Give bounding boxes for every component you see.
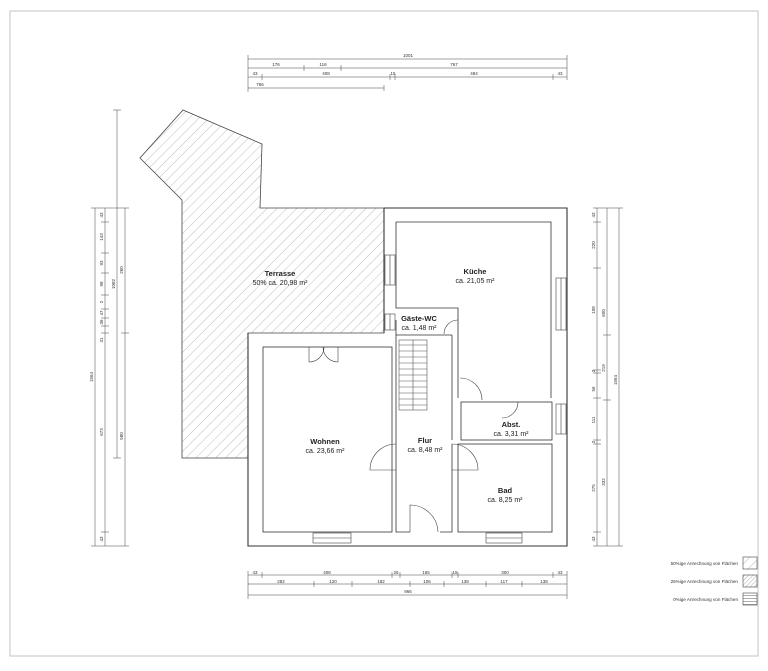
dim-top-r3-2: 15 <box>390 71 396 76</box>
dimension-labels-top: 1001 176 116 767 43 408 15 484 43 766 <box>252 53 563 87</box>
dim-bottom-r1-0: 43 <box>252 570 258 575</box>
dim-right-r2-2: 332 <box>601 478 606 486</box>
dimension-labels-bottom: 43 408 26 165 15 300 43 282 120 182 106 … <box>252 570 563 594</box>
dim-bottom-r1-1: 408 <box>323 570 331 575</box>
dim-bottom-total: 966 <box>404 589 412 594</box>
dim-left-r4-1: 580 <box>119 432 124 440</box>
dim-left-r4-0: 260 <box>119 266 124 274</box>
dim-bottom-r2-1: 120 <box>329 579 337 584</box>
dimension-labels-right: 43 220 108 2 56 111 2 275 43 600 219 332… <box>591 212 618 542</box>
dim-right-r1-1: 220 <box>591 241 596 249</box>
dim-bottom-r1-4: 15 <box>452 570 458 575</box>
legend: 50%ige Anrechnung von Flächen 25%ige Anr… <box>671 556 758 606</box>
legend-swatch-0 <box>742 592 758 606</box>
dim-left-r2: 1082 <box>111 278 116 289</box>
room-name-flur: Flur <box>418 436 432 445</box>
room-area-terrasse: 50% ca. 20,98 m² <box>253 280 309 287</box>
dim-bottom-r2-2: 182 <box>377 579 385 584</box>
room-name-abst: Abst. <box>502 420 521 429</box>
dimensions-bottom <box>247 571 568 599</box>
dimensions-left <box>91 109 129 547</box>
page-frame <box>9 10 759 657</box>
dim-top-r3-3: 484 <box>470 71 478 76</box>
dim-right-r2-0: 600 <box>601 309 606 317</box>
dim-top-r3-1: 408 <box>322 71 330 76</box>
dim-top-r4: 766 <box>256 82 264 87</box>
dim-left-r3-3: 98 <box>99 281 104 287</box>
dim-left-outer: 1564 <box>89 371 94 382</box>
room-area-abst: ca. 3,31 m² <box>493 431 529 438</box>
dim-right-r1-0: 43 <box>591 212 596 218</box>
room-labels: Terrasse 50% ca. 20,98 m² Küche ca. 21,0… <box>253 267 530 504</box>
room-area-gaeste-wc: ca. 1,48 m² <box>401 325 437 332</box>
dim-left-r3-1: 143 <box>99 233 104 241</box>
room-area-flur: ca. 8,48 m² <box>407 447 443 454</box>
dim-bottom-r2-3: 106 <box>423 579 431 584</box>
legend-label-50: 50%ige Anrechnung von Flächen <box>671 561 739 566</box>
room-area-wohnen: ca. 23,66 m² <box>306 448 346 455</box>
legend-label-0: 0%ige Anrechnung von Flächen <box>673 597 738 602</box>
dim-bottom-r2-4: 138 <box>461 579 469 584</box>
room-name-wohnen: Wohnen <box>310 437 340 446</box>
dim-top-r2-1: 116 <box>319 62 327 67</box>
dim-left-r3-4: 2 <box>99 300 104 303</box>
dim-right-r1-8: 43 <box>591 536 596 542</box>
dim-left-r3-8: 673 <box>99 428 104 436</box>
room-name-kueche: Küche <box>464 267 487 276</box>
dim-right-r1-2: 108 <box>591 306 596 314</box>
legend-label-25: 25%ige Anrechnung von Flächen <box>671 579 739 584</box>
room-name-gaeste-wc: Gäste-WC <box>401 314 437 323</box>
dim-top-r2-0: 176 <box>272 62 280 67</box>
dim-top-total: 1001 <box>403 53 414 58</box>
dim-left-r3-2: 93 <box>99 260 104 266</box>
dim-bottom-r2-5: 117 <box>500 579 508 584</box>
dim-bottom-r2-6: 138 <box>540 579 548 584</box>
doors <box>308 319 519 533</box>
dim-right-r2-1: 219 <box>601 364 606 372</box>
dim-left-r3-9: 43 <box>99 536 104 542</box>
dim-bottom-r1-5: 300 <box>501 570 509 575</box>
building-walls <box>247 207 568 547</box>
dim-top-r2-2: 767 <box>450 62 458 67</box>
dim-right-r1-7: 275 <box>591 484 596 492</box>
legend-swatch-25 <box>742 574 758 588</box>
dimensions-right <box>593 207 623 547</box>
room-name-terrasse: Terrasse <box>265 269 296 278</box>
dim-right-r1-5: 111 <box>591 416 596 423</box>
staircase <box>398 339 428 411</box>
dim-left-r3-5: 47 <box>99 310 104 316</box>
dim-left-r3-6: 36 <box>99 319 104 325</box>
room-area-kueche: ca. 21,05 m² <box>456 278 496 285</box>
room-area-bad: ca. 8,25 m² <box>487 497 523 504</box>
dim-right-r1-6: 2 <box>591 440 596 443</box>
dim-left-r3-0: 43 <box>99 212 104 218</box>
dim-bottom-r1-6: 43 <box>557 570 563 575</box>
legend-swatch-50 <box>742 556 758 570</box>
dim-right-r1-4: 56 <box>591 386 596 392</box>
dim-right-r1-3: 2 <box>591 369 596 372</box>
dim-bottom-r2-0: 282 <box>277 579 285 584</box>
room-name-bad: Bad <box>498 486 513 495</box>
dim-top-r3-4: 43 <box>557 71 563 76</box>
windows <box>312 254 567 544</box>
dim-bottom-r1-3: 165 <box>422 570 430 575</box>
dim-left-r3-7: 31 <box>99 337 104 343</box>
dimensions-top <box>247 55 568 92</box>
dimension-labels-left: 1564 1082 43 143 93 98 2 47 36 31 673 43… <box>89 212 124 542</box>
dim-bottom-r1-2: 26 <box>393 570 399 575</box>
dim-top-r3-0: 43 <box>252 71 258 76</box>
dim-right-outer: 1564 <box>613 374 618 385</box>
